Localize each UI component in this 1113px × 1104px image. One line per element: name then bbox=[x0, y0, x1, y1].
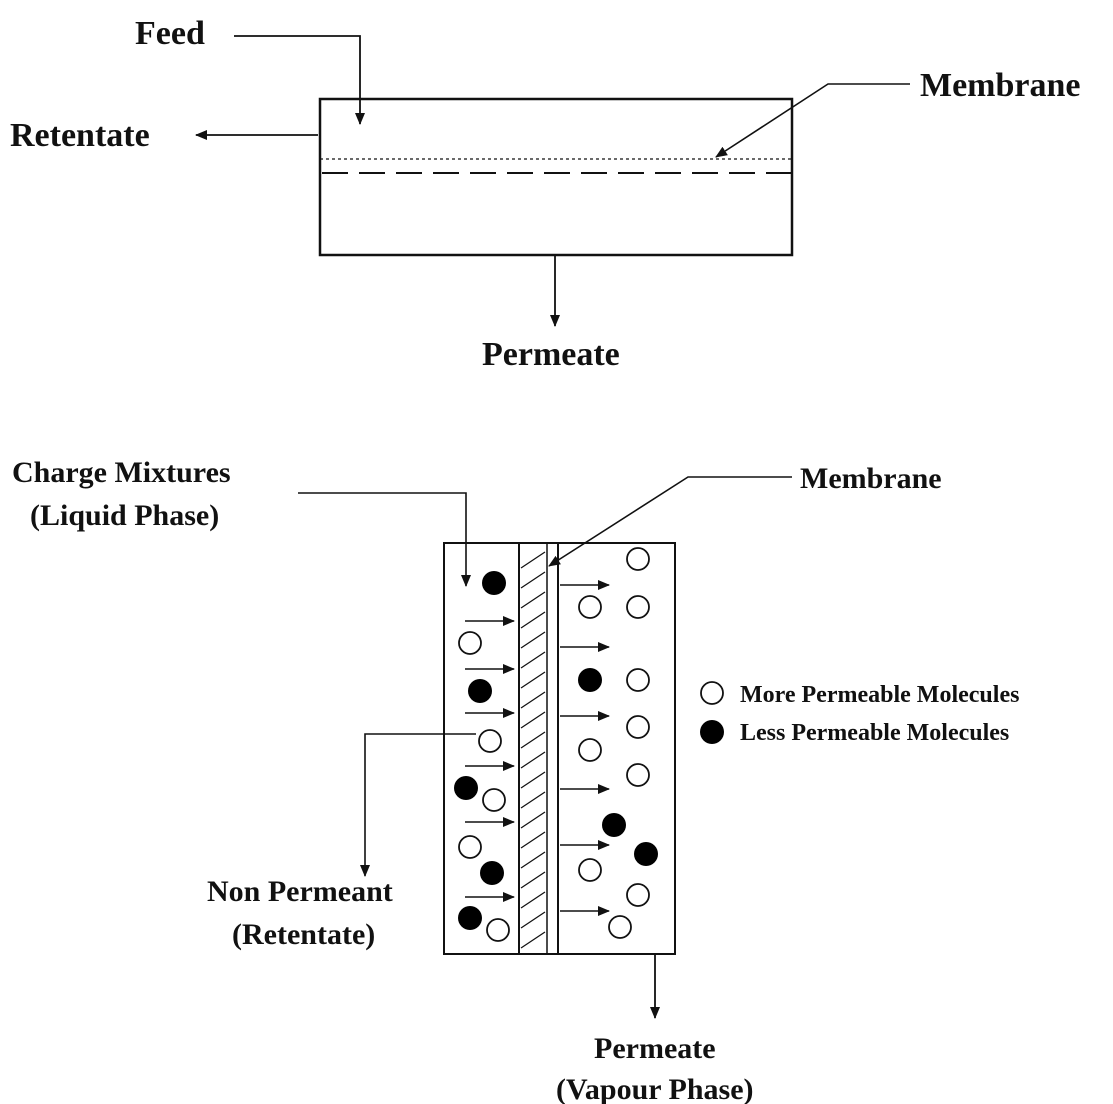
hatch-line bbox=[521, 732, 545, 748]
open-molecule bbox=[579, 859, 601, 881]
open-molecule bbox=[579, 739, 601, 761]
charge-mixtures-label: Charge Mixtures bbox=[12, 456, 231, 489]
filled-molecule bbox=[458, 906, 482, 930]
membrane-pointer-arrow bbox=[716, 84, 910, 157]
liquid-phase-label: (Liquid Phase) bbox=[30, 499, 219, 532]
hatch-line bbox=[521, 612, 545, 628]
charge-arrow bbox=[298, 493, 466, 586]
hatch-line bbox=[521, 832, 545, 848]
legend-filled-molecule-icon bbox=[700, 720, 724, 744]
retentate-label-bottom: (Retentate) bbox=[232, 918, 375, 951]
filled-molecule bbox=[634, 842, 658, 866]
non-permeant-label: Non Permeant bbox=[207, 875, 393, 908]
filled-molecule bbox=[454, 776, 478, 800]
membrane-label: Membrane bbox=[920, 67, 1081, 104]
hatch-line bbox=[521, 932, 545, 948]
hatch-line bbox=[521, 572, 545, 588]
feed-label: Feed bbox=[135, 15, 205, 52]
pervaporation-detail-diagram: Charge Mixtures (Liquid Phase) Membrane … bbox=[12, 456, 1019, 1104]
open-molecule bbox=[487, 919, 509, 941]
open-molecule bbox=[627, 764, 649, 786]
legend: More Permeable Molecules Less Permeable … bbox=[700, 682, 1019, 746]
permeate-label: Permeate bbox=[482, 336, 620, 373]
open-molecule bbox=[609, 916, 631, 938]
hatch-line bbox=[521, 912, 545, 928]
hatch-line bbox=[521, 792, 545, 808]
membrane-label-bottom: Membrane bbox=[800, 462, 942, 495]
legend-more-permeable-label: More Permeable Molecules bbox=[740, 682, 1019, 708]
membrane-pointer-arrow-bottom bbox=[549, 477, 792, 566]
membrane-hatching bbox=[521, 552, 545, 948]
hatch-line bbox=[521, 652, 545, 668]
hatch-line bbox=[521, 632, 545, 648]
hatch-line bbox=[521, 752, 545, 768]
open-molecule bbox=[627, 596, 649, 618]
open-molecule bbox=[459, 632, 481, 654]
legend-open-molecule-icon bbox=[701, 682, 723, 704]
filled-molecule bbox=[578, 668, 602, 692]
top-module-diagram: Feed Retentate Membrane Permeate bbox=[10, 15, 1081, 373]
module-vessel bbox=[320, 99, 792, 255]
filled-molecule bbox=[480, 861, 504, 885]
retentate-label: Retentate bbox=[10, 117, 150, 154]
filled-molecule bbox=[468, 679, 492, 703]
hatch-line bbox=[521, 812, 545, 828]
hatch-line bbox=[521, 872, 545, 888]
open-molecule bbox=[483, 789, 505, 811]
hatch-line bbox=[521, 852, 545, 868]
open-molecule bbox=[627, 548, 649, 570]
feed-arrow bbox=[234, 36, 360, 124]
vapour-phase-label: (Vapour Phase) bbox=[556, 1073, 754, 1104]
open-molecule bbox=[579, 596, 601, 618]
hatch-line bbox=[521, 692, 545, 708]
filled-molecule bbox=[602, 813, 626, 837]
molecules bbox=[454, 548, 658, 941]
open-molecule bbox=[627, 884, 649, 906]
open-molecule bbox=[627, 669, 649, 691]
hatch-line bbox=[521, 892, 545, 908]
hatch-line bbox=[521, 672, 545, 688]
permeate-label-bottom: Permeate bbox=[594, 1032, 716, 1065]
hatch-line bbox=[521, 712, 545, 728]
open-molecule bbox=[627, 716, 649, 738]
non-permeant-arrow bbox=[365, 734, 476, 876]
open-molecule bbox=[459, 836, 481, 858]
legend-less-permeable-label: Less Permeable Molecules bbox=[740, 720, 1009, 746]
open-molecule bbox=[479, 730, 501, 752]
hatch-line bbox=[521, 592, 545, 608]
filled-molecule bbox=[482, 571, 506, 595]
hatch-line bbox=[521, 772, 545, 788]
hatch-line bbox=[521, 552, 545, 568]
